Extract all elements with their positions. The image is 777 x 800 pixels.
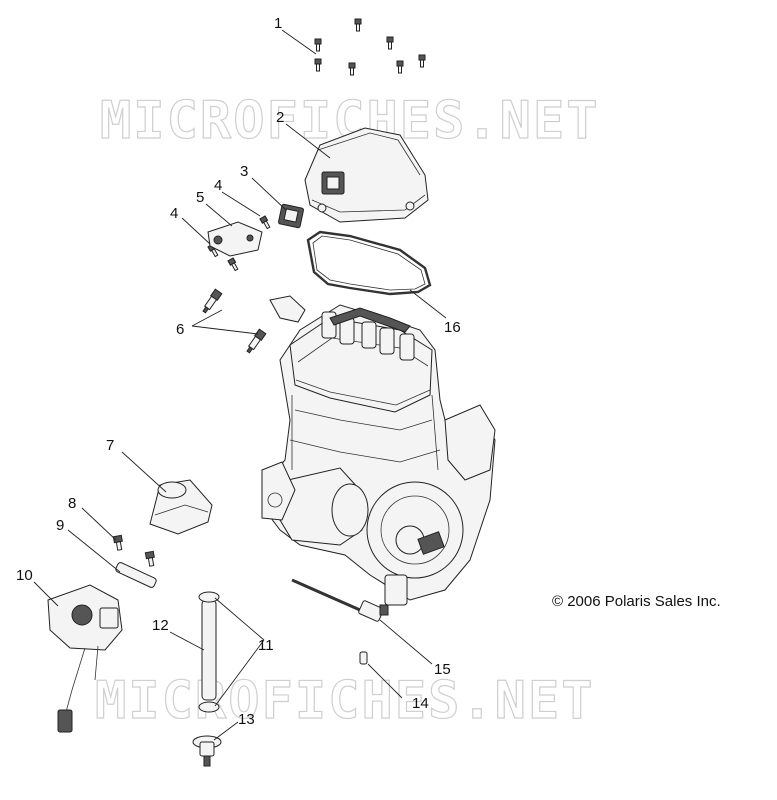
tube-part-12 [201,599,217,701]
gasket-part-16-inner [312,235,426,291]
bracket-part-5 [207,221,263,257]
callout-3: 3 [240,163,248,180]
callout-15: 15 [434,661,451,678]
callout-7: 7 [106,437,114,454]
callout-1: 1 [274,15,282,32]
watermark-bottom: MICROFICHES.NET [95,671,595,731]
valve-cover-part-2 [304,127,429,223]
callout-11: 11 [258,637,274,654]
gasket-part-3 [278,203,304,229]
callout-12: 12 [152,617,169,634]
callout-4b: 4 [170,205,178,222]
callout-13: 13 [238,711,255,728]
pin-part-14 [359,651,368,665]
callout-5: 5 [196,189,204,206]
callout-10: 10 [16,567,33,584]
callout-labels: 1 2 3 4 4 5 6 7 8 9 10 11 12 13 14 15 16 [16,15,461,728]
bolts-part-1 [314,18,426,76]
gasket-part-16 [306,230,432,296]
clamps-part-11 [198,591,220,713]
valve-train [269,295,415,361]
sleeve-part-9 [115,562,157,588]
valve-part-13 [192,735,222,767]
throttle-body-part-10 [47,584,123,733]
callout-8: 8 [68,495,76,512]
callout-14: 14 [412,695,429,712]
intake-boot-part-7 [149,479,213,535]
leader-lines [33,29,447,741]
callout-9: 9 [56,517,64,534]
bolts-part-8 [112,534,155,567]
callout-16: 16 [444,319,461,336]
callout-2: 2 [276,109,284,126]
sensor-part-15 [291,578,389,622]
sensors-part-6 [202,288,267,354]
callout-4a: 4 [214,177,222,194]
copyright-notice: © 2006 Polaris Sales Inc. [552,593,721,610]
callout-6: 6 [176,321,184,338]
engine-block [261,295,496,606]
